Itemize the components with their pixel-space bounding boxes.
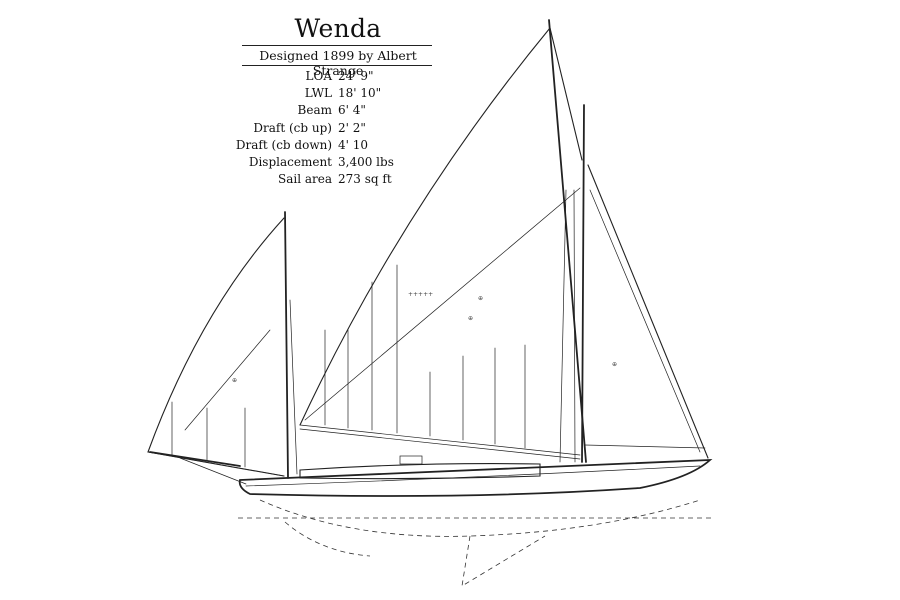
main-boom-lower — [299, 428, 581, 460]
spec-row-loa: LOA 24' 9" — [220, 68, 394, 85]
jib-foot — [584, 444, 706, 449]
foresail: ⊕ — [559, 104, 709, 463]
mizzen-sail: ⊕ — [147, 217, 285, 477]
mizzen-sail-outline — [147, 217, 285, 477]
main-boom-upper — [299, 424, 581, 456]
spec-label: Sail area — [277, 172, 332, 187]
cabin-trunk — [299, 463, 541, 480]
spec-value: 24' 9" — [338, 69, 374, 83]
rudder-profile — [284, 521, 371, 557]
bumpkin — [179, 457, 247, 485]
mizzen-mast — [284, 211, 298, 479]
spec-label: Beam — [297, 103, 332, 118]
spec-row-sail-area: Sail area 273 sq ft — [220, 171, 394, 188]
mizzen-sheet — [149, 451, 241, 467]
mainsail-diagonal — [304, 187, 581, 421]
boat-name-title: Wenda — [294, 14, 382, 43]
spec-label: Draft (cb down) — [235, 137, 332, 152]
forestay — [587, 164, 709, 459]
spec-value: 3,400 lbs — [338, 155, 394, 170]
spec-value: 2' 2" — [338, 120, 366, 135]
hull-sheer — [238, 458, 713, 497]
hull — [149, 451, 713, 497]
spec-label: LOA — [305, 69, 332, 83]
mizzen-mast-spar — [284, 211, 289, 479]
spec-row-beam: Beam 6' 4" — [220, 102, 394, 119]
mizzen-area-annotation: ⊕ — [232, 377, 237, 384]
spec-label: LWL — [304, 86, 332, 101]
jib-area-annotation: ⊕ — [612, 361, 617, 368]
title-rule-top — [242, 45, 432, 46]
spec-value: 4' 10 — [338, 137, 369, 152]
main-mast-spar — [581, 104, 585, 463]
hull-rubrail — [245, 465, 701, 487]
hatch — [399, 455, 423, 465]
spec-label: Displacement — [248, 155, 332, 170]
title-rule-bottom — [242, 65, 432, 66]
designer-subtitle: Designed 1899 by Albert Strange — [259, 48, 417, 78]
main-topmast — [548, 19, 587, 463]
centreboard — [461, 535, 546, 587]
spec-row-draft-cb-down: Draft (cb down) 4' 10 — [220, 137, 394, 154]
spec-value: 273 sq ft — [338, 172, 392, 187]
mainsail-area-annotation: ⊕ — [478, 295, 483, 302]
spec-row-lwl: LWL 18' 10" — [220, 85, 394, 102]
main-shroud — [559, 189, 567, 463]
keel-profile — [259, 499, 701, 537]
mainsail-annotation: +++++ — [408, 291, 433, 298]
mainsail-gaff — [549, 27, 583, 161]
spec-value: 18' 10" — [338, 86, 382, 101]
spec-label: Draft (cb up) — [253, 120, 332, 135]
spec-row-displacement: Displacement 3,400 lbs — [220, 154, 394, 171]
underwater-profile — [238, 499, 712, 587]
jib-luff — [589, 189, 701, 453]
spec-value: 6' 4" — [338, 103, 366, 118]
specification-table: LOA 24' 9" LWL 18' 10" Beam 6' 4" Draft … — [220, 68, 394, 188]
mizzen-diagonal-line — [184, 329, 271, 431]
mizzen-shroud — [289, 299, 298, 475]
mainsail-gaff-leech — [299, 27, 551, 426]
main-shroud — [573, 189, 576, 463]
mainsail: +++++ ⊕ ⊕ — [299, 19, 587, 463]
spec-row-draft-cb-up: Draft (cb up) 2' 2" — [220, 120, 394, 137]
mainsail-area-annotation: ⊕ — [468, 315, 473, 322]
